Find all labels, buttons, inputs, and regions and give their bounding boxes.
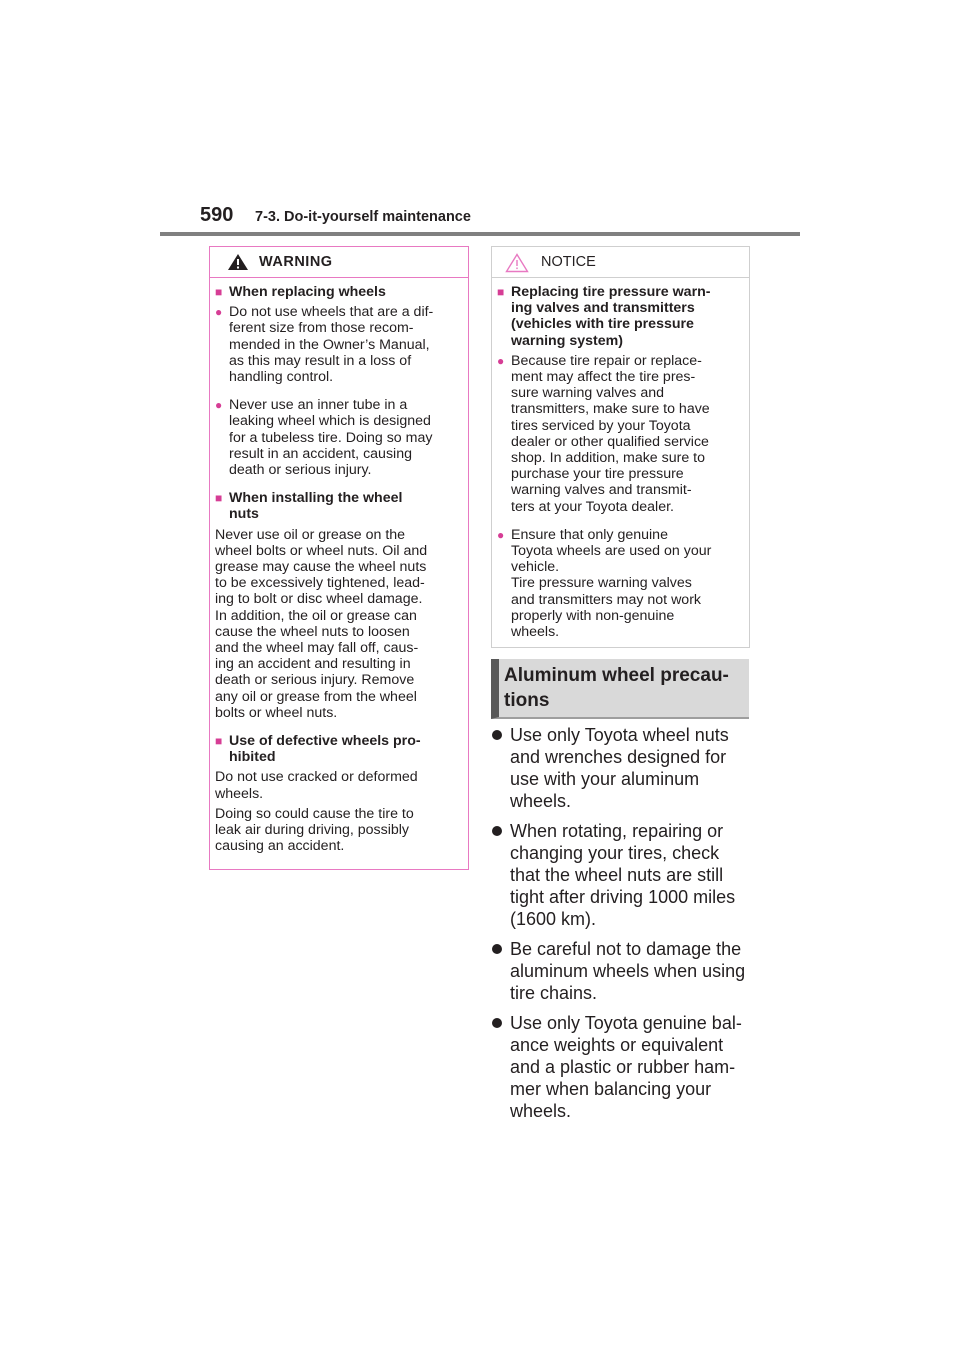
notice-subheading-tpms: Replacing tire pressure warn- ing valves… (497, 284, 744, 349)
page-header: 590 7-3. Do-it-yourself maintenance (160, 200, 800, 236)
warning-item-inner-tube: Never use an inner tube in a leaking whe… (215, 397, 463, 478)
section-title: 7-3. Do-it-yourself maintenance (255, 209, 471, 225)
aluminum-wheel-heading-text: Aluminum wheel precau- tions (504, 665, 729, 711)
notice-title: NOTICE (541, 254, 596, 270)
warning-text-air-leak: Doing so could cause the tire to leak ai… (215, 805, 414, 855)
warning-header: WARNING (210, 247, 468, 278)
warning-body: When replacing wheels Do not use wheels … (210, 278, 468, 855)
warning-subheading-installing: When installing the wheel nuts (215, 490, 463, 522)
header-divider (160, 232, 800, 236)
warning-subheading-replacing: When replacing wheels (215, 284, 463, 300)
warning-subheading-defective: Use of defective wheels pro- hibited (215, 733, 463, 765)
bullet-item: Be careful not to damage the aluminum wh… (491, 938, 753, 1004)
warning-title: WARNING (259, 254, 333, 270)
bullet-item: Use only Toyota genuine bal- ance weight… (491, 1012, 753, 1122)
notice-body: Replacing tire pressure warn- ing valves… (492, 278, 749, 640)
warning-text-oil-grease: Never use oil or grease on the wheel bol… (215, 526, 428, 721)
notice-box: NOTICE Replacing tire pressure warn- ing… (491, 246, 750, 648)
notice-item-repair: Because tire repair or replace- ment may… (497, 353, 744, 515)
warning-box: WARNING When replacing wheels Do not use… (209, 246, 469, 870)
bullet-item: When rotating, repairing or changing you… (491, 820, 753, 930)
warning-triangle-icon (228, 254, 248, 270)
warning-item-wheel-size: Do not use wheels that are a dif- ferent… (215, 304, 463, 385)
warning-text-cracked: Do not use cracked or deformed wheels. (215, 769, 418, 802)
page-number: 590 (200, 204, 234, 226)
aluminum-wheel-heading: Aluminum wheel precau- tions (491, 659, 749, 719)
bullet-item: Use only Toyota wheel nuts and wrenches … (491, 724, 753, 812)
notice-item-genuine-wheels: Ensure that only genuine Toyota wheels a… (497, 527, 744, 640)
notice-header: NOTICE (492, 247, 749, 278)
aluminum-wheel-bullets: Use only Toyota wheel nuts and wrenches … (491, 724, 753, 1130)
notice-triangle-icon (505, 253, 529, 273)
